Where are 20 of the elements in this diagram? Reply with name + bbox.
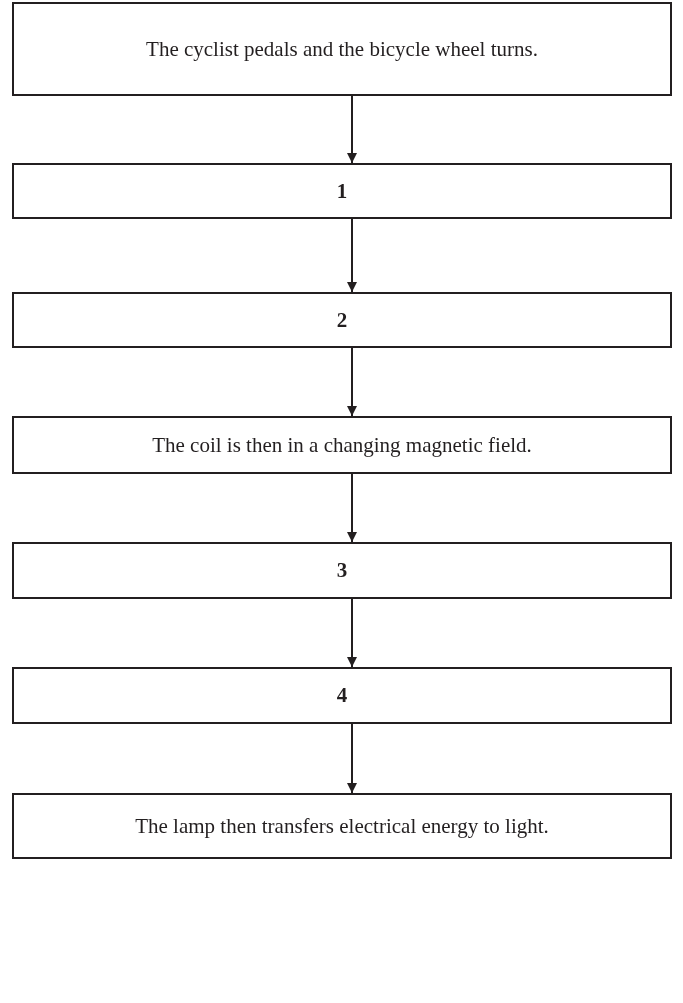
arrow [347, 473, 357, 543]
step-number: 2 [336, 307, 348, 333]
step-text: The cyclist pedals and the bicycle wheel turns. [146, 36, 538, 62]
arrow [347, 723, 357, 794]
process-box [12, 163, 672, 219]
process-box [12, 2, 672, 96]
arrow [347, 598, 357, 668]
arrow [347, 95, 357, 164]
process-box [12, 292, 672, 348]
step-number: 1 [336, 178, 348, 204]
process-box [12, 667, 672, 724]
step-text: The lamp then transfers electrical energy to light. [135, 813, 549, 839]
process-box [12, 793, 672, 859]
step-text: The coil is then in a changing magnetic field. [152, 432, 532, 458]
step-number: 4 [336, 683, 348, 708]
arrow [347, 218, 357, 293]
process-box [12, 416, 672, 474]
arrow [347, 347, 357, 417]
step-number: 3 [336, 558, 348, 583]
process-box [12, 542, 672, 599]
